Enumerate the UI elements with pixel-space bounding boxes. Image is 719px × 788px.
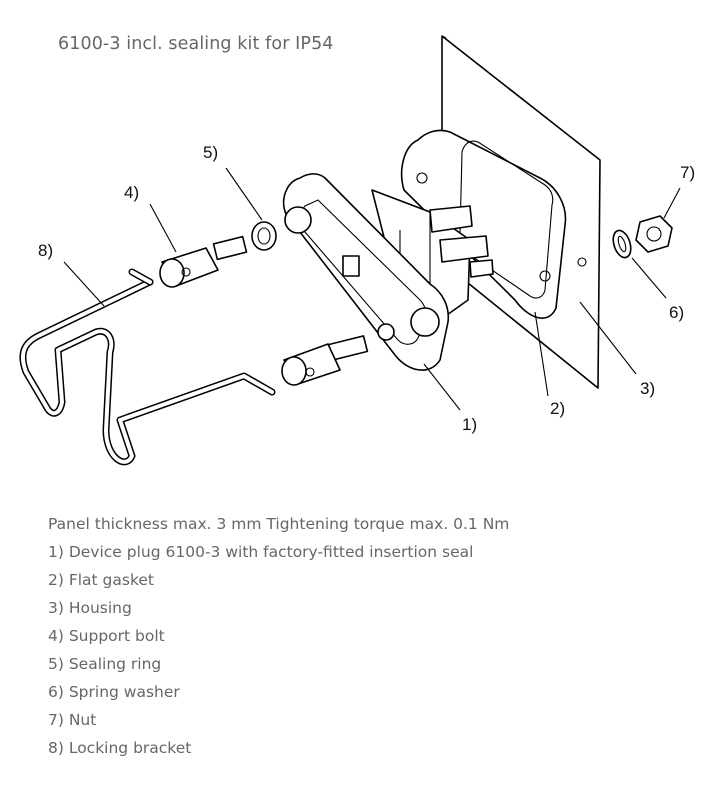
support-bolt-upper	[159, 235, 248, 288]
figure-title: 6100-3 incl. sealing kit for IP54	[58, 34, 334, 54]
legend-item-nut: 7) Nut	[48, 711, 97, 729]
legend-item-sealing-ring: 5) Sealing ring	[48, 655, 162, 673]
callout-5: 5)	[203, 143, 218, 162]
callout-3: 3)	[640, 379, 655, 398]
nut	[635, 215, 673, 253]
callout-8: 8)	[38, 241, 53, 260]
leader-1	[423, 363, 461, 411]
legend-item-device-plug: 1) Device plug 6100-3 with factory-fitte…	[48, 543, 474, 561]
leader-8	[63, 261, 105, 307]
leader-5	[225, 167, 263, 221]
spring-washer	[612, 229, 632, 259]
installation-note: Panel thickness max. 3 mm Tightening tor…	[48, 515, 510, 533]
parts-legend: Panel thickness max. 3 mm Tightening tor…	[48, 510, 708, 762]
legend-item-housing: 3) Housing	[48, 599, 132, 617]
support-bolt-lower	[281, 335, 369, 386]
leader-3	[579, 301, 637, 375]
flat-gasket	[400, 129, 567, 319]
legend-item-support-bolt: 4) Support bolt	[48, 627, 165, 645]
exploded-assembly-drawing: 5) 4) 8) 7) 6) 3) 2) 1)	[19, 35, 695, 466]
callout-6: 6)	[669, 303, 684, 322]
leader-7	[663, 187, 681, 219]
leader-4	[149, 203, 177, 253]
leader-2	[534, 311, 549, 397]
device-plug	[282, 173, 494, 371]
legend-item-spring-washer: 6) Spring washer	[48, 683, 180, 701]
locking-bracket	[19, 268, 276, 466]
legend-item-flat-gasket: 2) Flat gasket	[48, 571, 155, 589]
legend-item-locking-bracket: 8) Locking bracket	[48, 739, 192, 757]
sealing-ring	[251, 221, 277, 251]
callout-2: 2)	[550, 399, 565, 418]
callout-1: 1)	[462, 415, 477, 434]
leader-6	[631, 257, 667, 299]
callout-7: 7)	[680, 163, 695, 182]
callout-4: 4)	[124, 183, 139, 202]
